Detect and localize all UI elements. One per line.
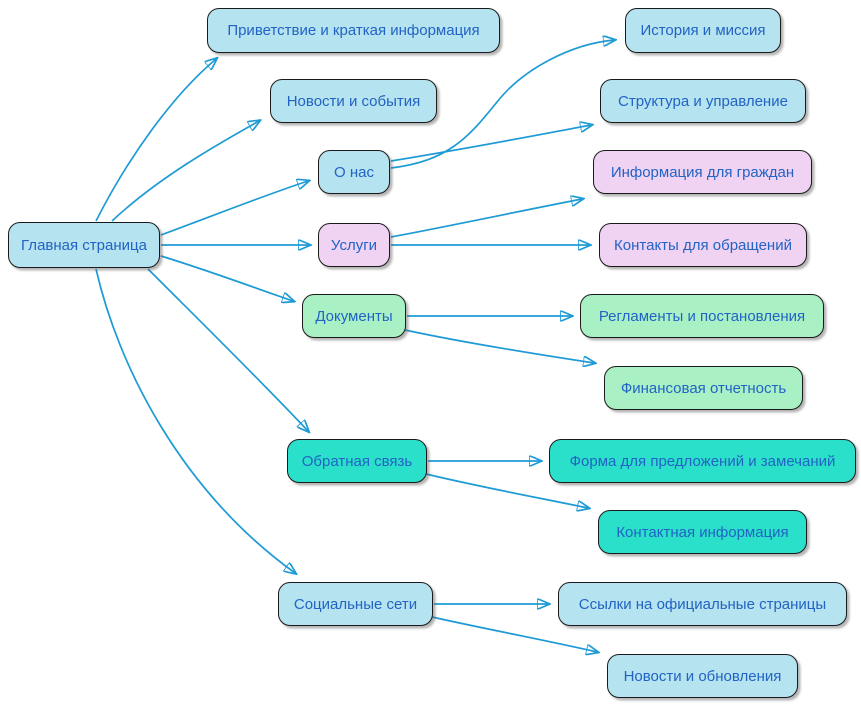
node-label: Новости и события <box>286 92 421 110</box>
edge-glavnaya-socseti <box>95 268 295 573</box>
node-kontakty-obrashchenij[interactable]: Контакты для обращений <box>599 223 807 267</box>
edge-uslugi-informaciya <box>390 199 582 238</box>
edge-glavnaya-novosti <box>111 121 259 222</box>
node-label: Контактная информация <box>616 523 789 541</box>
edge-glavnaya-obratnaya <box>147 268 308 431</box>
node-label: Обратная связь <box>301 452 413 470</box>
node-label: Ссылки на официальные страницы <box>578 595 827 613</box>
edge-o-nas-struktura <box>390 125 591 162</box>
node-glavnaya-stranica[interactable]: Главная страница <box>8 222 160 268</box>
node-novosti-obnovleniya[interactable]: Новости и обновления <box>607 654 798 698</box>
node-label: Регламенты и постановления <box>598 307 806 325</box>
node-label: История и миссия <box>640 22 766 39</box>
node-label: Информация для граждан <box>610 163 795 181</box>
edge-socseti-novosti-obn <box>431 616 597 652</box>
edge-obratnaya-kontaktnaya <box>425 473 588 508</box>
edge-glavnaya-o-nas <box>160 181 308 236</box>
node-label: О нас <box>334 163 374 181</box>
node-label: Новости и обновления <box>623 667 782 685</box>
node-label: Контакты для обращений <box>614 236 792 254</box>
node-label: Документы <box>315 307 393 325</box>
node-istoriya-missiya[interactable]: История и миссия <box>625 8 781 53</box>
node-ssylki-stranicy[interactable]: Ссылки на официальные страницы <box>558 582 847 626</box>
node-dokumenty[interactable]: Документы <box>302 294 406 338</box>
node-informaciya-grazhdan[interactable]: Информация для граждан <box>593 150 812 194</box>
node-forma-predlozhenij[interactable]: Форма для предложений и замечаний <box>549 439 856 483</box>
node-struktura-upravlenie[interactable]: Структура и управление <box>600 79 806 123</box>
node-label: Форма для предложений и замечаний <box>569 452 836 470</box>
node-label: Главная страница <box>21 236 147 254</box>
node-socialnye-seti[interactable]: Социальные сети <box>278 582 433 626</box>
node-kontaktnaya-informaciya[interactable]: Контактная информация <box>598 510 807 554</box>
edge-dokumenty-finansovaya <box>404 329 594 363</box>
node-uslugi[interactable]: Услуги <box>318 223 390 267</box>
node-label: Услуги <box>330 236 378 254</box>
node-label: Социальные сети <box>293 595 418 613</box>
node-obratnaya-svyaz[interactable]: Обратная связь <box>287 439 427 483</box>
node-finansovaya-otchetnost[interactable]: Финансовая отчетность <box>604 366 803 410</box>
node-reglamenty-postanovleniya[interactable]: Регламенты и постановления <box>580 294 824 338</box>
node-privetstvie-informaciya[interactable]: Приветствие и краткая информация <box>207 8 500 53</box>
node-label: Финансовая отчетность <box>620 379 787 397</box>
node-label: Структура и управление <box>618 92 788 110</box>
edge-o-nas-istoriya <box>390 40 614 169</box>
node-novosti-sobytiya[interactable]: Новости и события <box>270 79 437 123</box>
edge-glavnaya-dokumenty <box>160 255 293 301</box>
node-label: Приветствие и краткая информация <box>227 22 480 39</box>
node-o-nas[interactable]: О нас <box>318 150 390 194</box>
edge-glavnaya-privetstvie <box>95 59 216 222</box>
